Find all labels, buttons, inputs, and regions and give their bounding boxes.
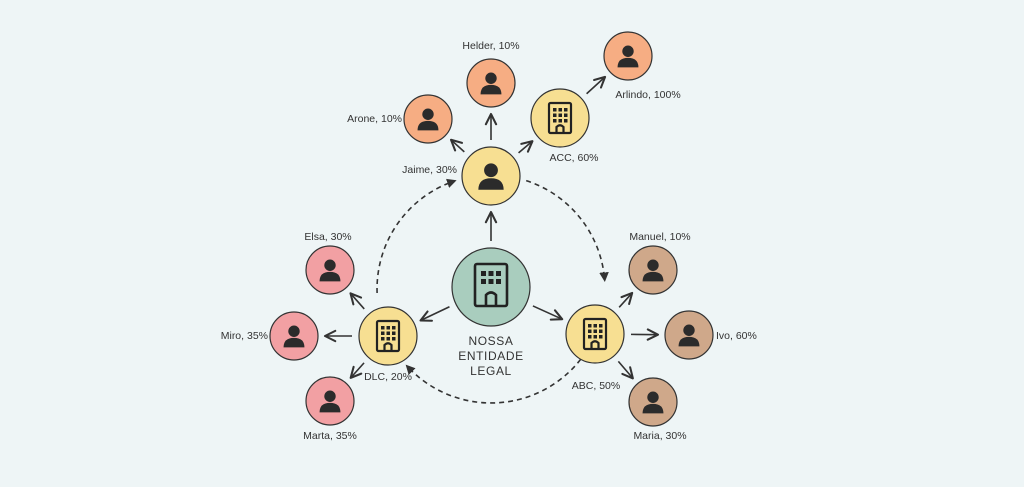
node-dlc-circle — [359, 307, 417, 365]
dashed-arrow-dlc-to-jaime — [377, 181, 454, 293]
node-manuel-label: Manuel, 10% — [629, 231, 690, 243]
arrow-dlc-to-marta — [351, 363, 364, 378]
node-acc: ACC, 60% — [531, 89, 599, 164]
node-maria: Maria, 30% — [629, 378, 687, 442]
arrow-jaime-to-acc — [519, 141, 533, 153]
node-ivo: Ivo, 60% — [665, 311, 757, 359]
center-node — [452, 248, 530, 326]
node-acc-label: ACC, 60% — [549, 152, 598, 164]
arrow-acc-to-arlindo — [587, 77, 605, 94]
arrow-center-to-abc — [533, 306, 562, 319]
node-miro-label: Miro, 35% — [221, 330, 268, 342]
node-jaime-label: Jaime, 30% — [402, 164, 457, 176]
node-dlc-label: DLC, 20% — [364, 371, 412, 383]
node-marta: Marta, 35% — [303, 377, 357, 442]
node-helder-label: Helder, 10% — [462, 40, 519, 52]
center-label-line-2: ENTIDADE — [458, 349, 523, 363]
node-arone-label: Arone, 10% — [347, 113, 402, 125]
node-arlindo: Arlindo, 100% — [604, 32, 681, 101]
arrow-abc-to-manuel — [619, 293, 632, 307]
node-ivo-label: Ivo, 60% — [716, 330, 757, 342]
arrow-dlc-to-elsa — [350, 293, 364, 309]
node-abc-label: ABC, 50% — [572, 380, 620, 392]
diagram-nodes: NOSSA ENTIDADE LEGAL Jaime, 30% ACC, 60% D… — [221, 32, 757, 442]
node-marta-label: Marta, 35% — [303, 430, 357, 442]
center-circle — [452, 248, 530, 326]
node-jaime: Jaime, 30% — [402, 147, 520, 205]
node-elsa: Elsa, 30% — [304, 231, 354, 294]
node-acc-circle — [531, 89, 589, 147]
arrow-jaime-to-arone — [451, 140, 464, 152]
arrow-abc-to-maria — [618, 361, 633, 378]
arrow-center-to-dlc — [421, 307, 450, 321]
node-abc: ABC, 50% — [566, 305, 624, 392]
center-label-line-1: NOSSA — [468, 334, 513, 348]
node-dlc: DLC, 20% — [359, 307, 417, 383]
node-arlindo-label: Arlindo, 100% — [615, 89, 680, 101]
center-label-line-3: LEGAL — [470, 364, 512, 378]
node-manuel: Manuel, 10% — [629, 231, 691, 294]
node-elsa-label: Elsa, 30% — [304, 231, 351, 243]
node-helder: Helder, 10% — [462, 40, 519, 107]
node-maria-label: Maria, 30% — [633, 430, 686, 442]
node-miro: Miro, 35% — [221, 312, 318, 360]
node-abc-circle — [566, 305, 624, 363]
dashed-arrow-jaime-to-abc — [526, 181, 604, 280]
node-arone: Arone, 10% — [347, 95, 452, 143]
